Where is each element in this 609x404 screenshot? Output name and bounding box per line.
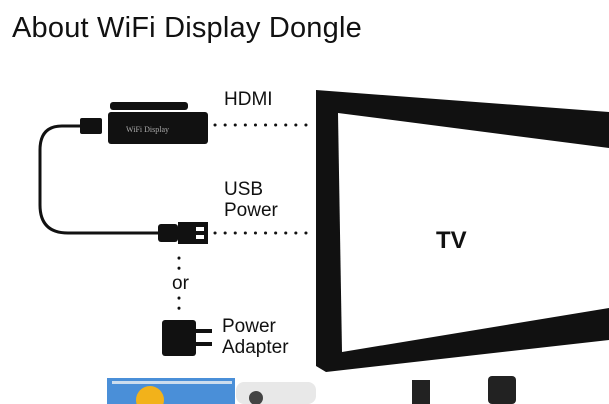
- power-adapter-label-2: Adapter: [222, 337, 289, 358]
- tv-illustration: [316, 90, 609, 372]
- power-adapter-icon: [162, 320, 212, 356]
- usb-label: USB: [224, 179, 264, 200]
- usb-power-label: Power: [224, 200, 278, 221]
- hdmi-label: HDMI: [224, 89, 273, 110]
- wifi-dongle: WiFi Display: [108, 102, 208, 144]
- micro-usb-plug: [80, 118, 102, 134]
- usb-plug-icon: [158, 222, 208, 244]
- power-adapter-label-1: Power: [222, 316, 276, 337]
- page-title: About WiFi Display Dongle: [12, 12, 362, 44]
- tv-label: TV: [436, 227, 467, 254]
- or-label: or: [172, 273, 189, 294]
- product-thumbnails: [107, 376, 516, 404]
- dongle-label: WiFi Display: [126, 125, 169, 134]
- usb-cable: [38, 124, 165, 235]
